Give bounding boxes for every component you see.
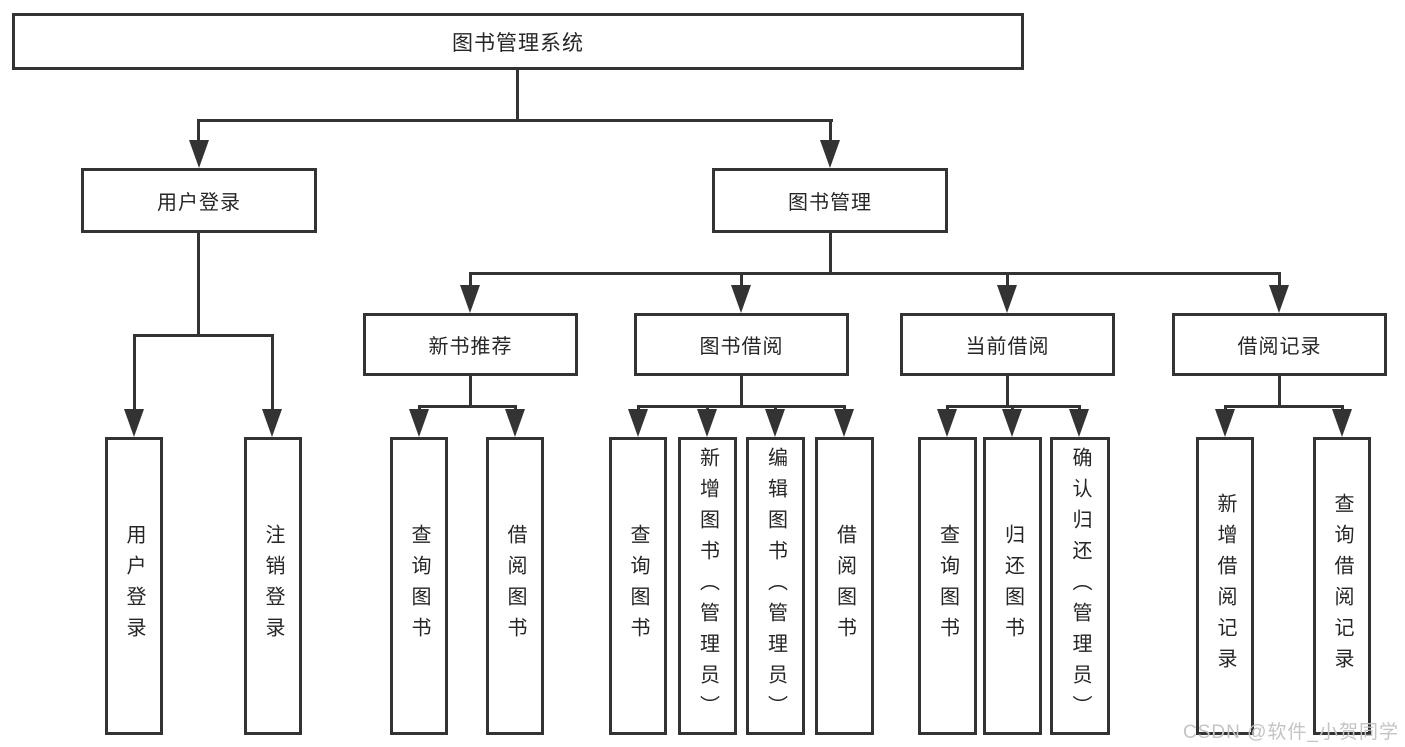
connector-user-login-stem [197,233,200,336]
connector-book-management-stem [829,233,832,274]
connector-book-borrowing-rail [637,405,846,408]
node-book-borrowing: 图书借阅 [634,313,849,376]
connector-drop-book-management [829,119,832,143]
node-library-management-system: 图书管理系统 [12,13,1024,70]
leaf-label: 确认归还（管理员） [1069,446,1091,726]
leaf-query-borrow-record: 查询借阅记录 [1313,437,1371,735]
leaf-logout: 注销登录 [244,437,302,735]
arrow-down-icon [628,409,648,437]
connector-drop-user-login [197,119,200,143]
connector-book-management-rail [469,272,1281,275]
leaf-label: 编辑图书（管理员） [764,446,787,726]
arrow-down-icon [124,409,144,437]
node-current-borrowing: 当前借阅 [900,313,1115,376]
leaf-label: 查询图书 [627,524,649,648]
connector-book-borrowing-stem [740,376,743,407]
leaf-edit-books-admin: 编辑图书（管理员） [746,437,805,735]
leaf-label: 查询借阅记录 [1331,493,1353,679]
arrow-down-icon [820,140,840,168]
leaf-label: 查询图书 [408,524,430,648]
arrow-down-icon [1332,409,1352,437]
arrow-down-icon [262,409,282,437]
node-book-management: 图书管理 [712,168,948,233]
arrow-down-icon [765,409,785,437]
leaf-borrow-books-recommend: 借阅图书 [486,437,544,735]
arrow-down-icon [1002,409,1022,437]
connector-current-borrowing-stem [1006,376,1009,407]
arrow-down-icon [189,140,209,168]
connector-new-book-stem [469,376,472,407]
leaf-label: 用户登录 [123,524,145,648]
leaf-add-books-admin: 新增图书（管理员） [678,437,737,735]
node-label: 图书管理 [788,192,872,214]
connector-drop [271,334,274,411]
connector-borrowing-records-rail [1224,405,1343,408]
node-label: 借阅记录 [1237,336,1322,358]
csdn-watermark: CSDN @软件_小贺同学 [1183,722,1399,743]
node-label: 图书借阅 [699,336,784,358]
connector-drop [1278,272,1281,288]
leaf-query-books-borrowing: 查询图书 [609,437,667,735]
leaf-user-login: 用户登录 [105,437,163,735]
leaf-label: 新增图书（管理员） [696,446,719,726]
connector-drop [469,272,472,288]
arrow-down-icon [460,285,480,313]
arrow-down-icon [1215,409,1235,437]
leaf-label: 注销登录 [262,524,284,648]
arrow-down-icon [997,285,1017,313]
node-label: 当前借阅 [965,336,1050,358]
arrow-down-icon [505,409,525,437]
connector-drop [1006,272,1009,288]
leaf-borrow-books-borrowing: 借阅图书 [815,437,874,735]
arrow-down-icon [1069,409,1089,437]
connector-new-book-rail [418,405,517,408]
arrow-down-icon [697,409,717,437]
connector-root-stem [516,70,519,119]
node-label: 用户登录 [157,192,241,214]
leaf-label: 借阅图书 [833,524,856,648]
connector-borrowing-records-stem [1278,376,1281,407]
arrow-down-icon [409,409,429,437]
leaf-label: 借阅图书 [504,524,526,648]
node-new-book-recommend: 新书推荐 [363,313,578,376]
node-label: 新书推荐 [428,336,513,358]
connector-drop [740,272,743,288]
connector-drop [133,334,136,411]
leaf-confirm-return-admin: 确认归还（管理员） [1050,437,1110,735]
leaf-query-books-current: 查询图书 [918,437,977,735]
leaf-query-books-recommend: 查询图书 [390,437,448,735]
arrow-down-icon [937,409,957,437]
leaf-label: 查询图书 [936,524,959,648]
leaf-add-borrow-record: 新增借阅记录 [1196,437,1254,735]
leaf-label: 归还图书 [1001,524,1024,648]
connector-user-login-rail [133,334,274,337]
leaf-label: 新增借阅记录 [1214,493,1236,679]
node-label: 图书管理系统 [452,31,584,55]
arrow-down-icon [1269,285,1289,313]
node-user-login: 用户登录 [81,168,317,233]
node-borrowing-records: 借阅记录 [1172,313,1387,376]
leaf-return-books: 归还图书 [983,437,1042,735]
connector-root-rail [197,119,833,122]
arrow-down-icon [834,409,854,437]
arrow-down-icon [731,285,751,313]
